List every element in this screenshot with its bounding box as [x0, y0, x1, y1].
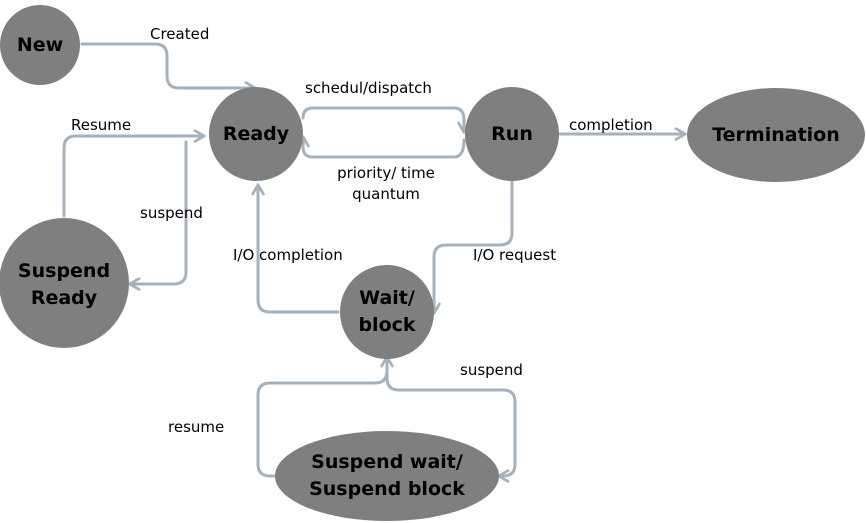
label-resume-ready: Resume	[71, 116, 131, 134]
label-resume-wait: resume	[168, 418, 224, 436]
edge-suspend-to-suspend-ready	[128, 140, 188, 291]
state-suspend-ready-label-line-1: Suspend	[18, 260, 110, 282]
label-suspend-ready: suspend	[140, 204, 203, 222]
state-run-label: Run	[491, 123, 533, 145]
label-priority-quantum-line-1: priority/ time	[337, 164, 435, 182]
state-wait-block-label-line-2: block	[358, 314, 415, 336]
label-completion: completion	[569, 116, 653, 134]
state-suspend-wait-label-line-2: Suspend block	[309, 478, 465, 500]
state-new: New	[0, 5, 80, 85]
edge-schedule-dispatch	[301, 106, 471, 134]
state-suspend-ready-label-line-2: Ready	[31, 287, 98, 309]
label-created: Created	[150, 25, 209, 43]
label-schedule-dispatch: schedul/dispatch	[305, 79, 432, 97]
label-suspend-wait: suspend	[460, 361, 523, 379]
label-io-completion: I/O completion	[233, 246, 343, 264]
state-new-label: New	[17, 34, 63, 56]
edge-resume-to-wait	[256, 355, 394, 478]
state-suspend-wait: Suspend wait/ Suspend block	[275, 431, 499, 521]
state-ready: Ready	[209, 87, 303, 181]
edge-resume-to-ready	[62, 129, 206, 218]
label-priority-quantum-line-2: quantum	[352, 185, 420, 203]
state-termination: Termination	[687, 88, 865, 182]
edge-io-completion	[251, 183, 340, 314]
state-termination-label: Termination	[712, 124, 840, 146]
edge-priority-quantum	[296, 135, 466, 159]
state-wait-block-label-line-1: Wait/	[359, 287, 415, 309]
state-suspend-ready: Suspend Ready	[0, 218, 129, 348]
state-suspend-wait-label-line-1: Suspend wait/	[311, 451, 463, 473]
edge-io-request	[427, 180, 514, 315]
state-ready-label: Ready	[223, 123, 290, 145]
state-wait-block: Wait/ block	[340, 265, 434, 359]
edge-suspend-to-suspend-wait	[385, 356, 517, 483]
label-io-request: I/O request	[473, 246, 556, 264]
edge-created	[80, 42, 257, 95]
state-run: Run	[465, 87, 559, 181]
